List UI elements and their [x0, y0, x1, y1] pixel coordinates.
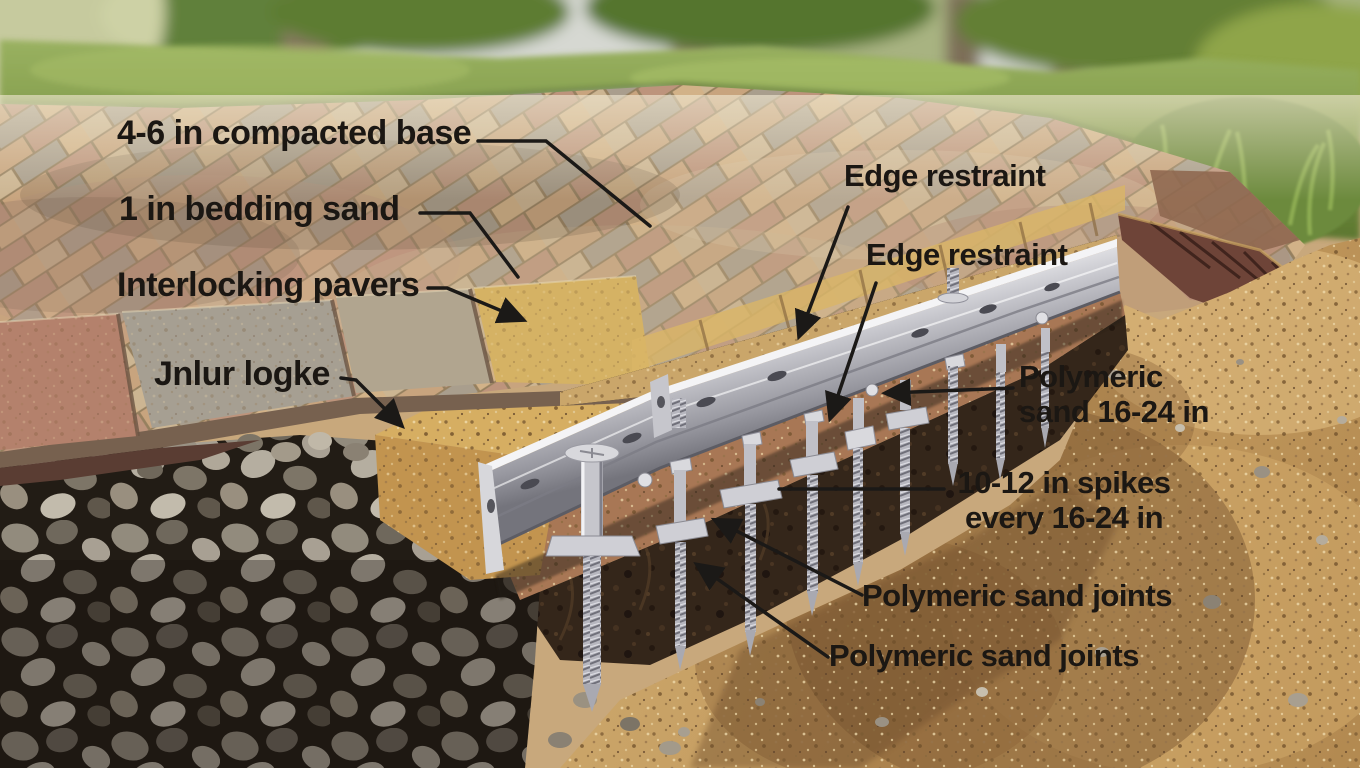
leader-edge-restraint-lower	[825, 281, 878, 423]
spike-washer-plate	[719, 479, 783, 509]
spike-washer-plate	[545, 535, 641, 557]
tree-shadow	[0, 197, 300, 313]
sand-dust-texture	[560, 235, 1117, 406]
label-edge-restraint-lower: Edge restraint	[866, 237, 1068, 272]
label-interlocking-pavers: Interlocking pavers	[117, 266, 420, 304]
spike-washer-plate	[789, 451, 839, 478]
rail-end-cap	[478, 462, 504, 574]
leader-polymeric-sand-spacing	[881, 378, 1015, 407]
leader-compacted-base	[476, 139, 652, 228]
paver-gray-2	[336, 289, 492, 393]
label-polymeric-joints-upper: Polymeric sand joints	[862, 578, 1172, 613]
spikes	[545, 268, 1050, 712]
label-line: 10-12 in spikes	[957, 465, 1171, 500]
pebbles	[678, 338, 1347, 737]
spike	[789, 409, 839, 616]
spike	[844, 398, 877, 586]
leader-interlocking-pavers	[426, 286, 528, 324]
spike-washer-plate	[655, 517, 709, 545]
leader-polymeric-joints-upper	[710, 517, 864, 597]
label-polymeric-sand-spacing: Polymeric sand 16-24 in	[1019, 359, 1209, 429]
label-bedding-sand: 1 in bedding sand	[119, 190, 400, 228]
spike	[996, 344, 1006, 480]
label-spikes-spacing: 10-12 in spikes every 16-24 in	[938, 465, 1190, 535]
spike	[719, 431, 783, 656]
leader-edge-restraint-top	[794, 205, 850, 341]
label-line: every 16-24 in	[964, 499, 1164, 535]
leader-joint-lock	[339, 376, 405, 429]
spike	[655, 398, 709, 670]
label-joint-lock: Jnlur logke	[154, 355, 330, 393]
spike	[937, 268, 969, 486]
rail-face	[488, 247, 1120, 545]
label-compacted-base: 4-6 in compacted base	[117, 114, 472, 152]
rail-holes	[520, 282, 1060, 490]
label-line: sand 16-24 in	[1019, 393, 1209, 429]
spike-screw-large	[545, 443, 641, 712]
leader-lines	[339, 139, 1015, 659]
rail-screw-heads	[637, 311, 1049, 488]
spike-washer-plate	[885, 406, 930, 431]
spike-tip	[583, 684, 601, 712]
leader-polymeric-joints-lower	[693, 561, 830, 659]
paver-bevel-edge	[0, 388, 656, 468]
spike	[1041, 328, 1050, 448]
label-polymeric-joints-lower: Polymeric sand joints	[829, 638, 1139, 673]
label-line: Polymeric	[1019, 359, 1163, 394]
leader-bedding-sand	[418, 211, 520, 279]
foreground-pavers	[0, 275, 656, 486]
paver-side-bricks	[0, 440, 260, 486]
label-edge-restraint-top: Edge restraint	[844, 158, 1046, 193]
